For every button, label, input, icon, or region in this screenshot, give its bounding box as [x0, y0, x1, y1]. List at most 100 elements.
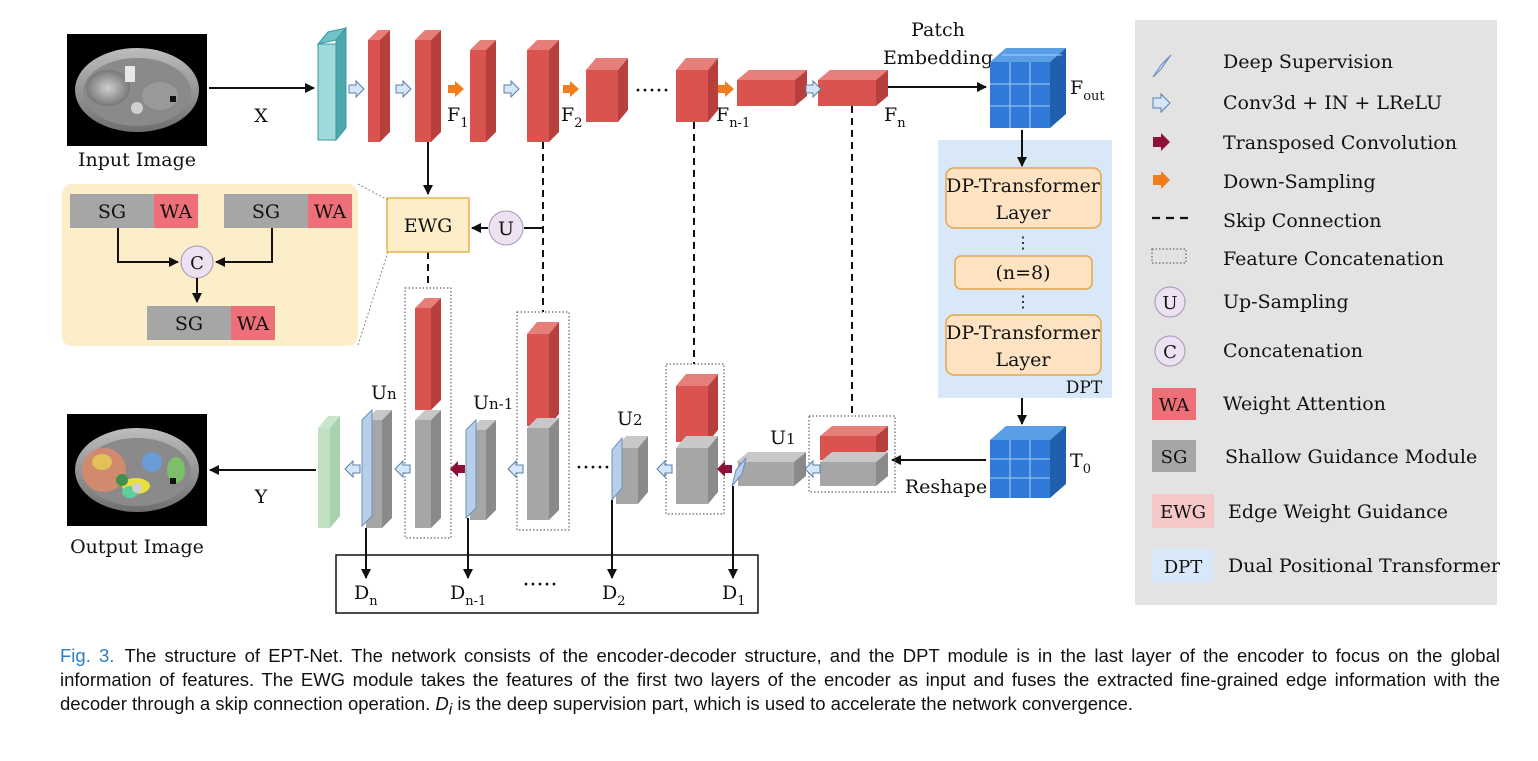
ds-output-dn: Dn: [354, 582, 378, 609]
reshape-label: Reshape: [905, 476, 987, 498]
edge-weight-guidance-icon: EWG: [1152, 494, 1214, 528]
legend-label-dual-positional-transformer: Dual Positional Transformer: [1228, 555, 1501, 577]
encoder-input-plate: [316, 26, 348, 142]
feature-label-fn: Fn: [884, 104, 906, 131]
input-ct-image: [67, 34, 207, 146]
concat-group-un: [404, 287, 452, 539]
dp-transformer-layer-bottom: [945, 314, 1102, 376]
conv-arrow: [395, 79, 412, 99]
dp-transformer-top-line2: Layer: [995, 202, 1051, 224]
svg-text:U: U: [1162, 293, 1177, 314]
legend-label-up-sampling: Up-Sampling: [1223, 291, 1349, 313]
output-segmentation-image: [67, 414, 207, 526]
ds-output-d2: D2: [602, 582, 626, 609]
transposed-conv-arrow-icon: [1153, 133, 1170, 151]
caption-math-sub: i: [448, 701, 453, 719]
dp-transformer-top-line1: DP-Transformer: [946, 175, 1101, 197]
legend-label-concatenation: Concatenation: [1223, 340, 1363, 362]
concat-group-u1: [808, 415, 896, 493]
svg-text:WA: WA: [1159, 395, 1191, 416]
svg-text:EWG: EWG: [1160, 502, 1206, 523]
ds-ellipsis: ·····: [523, 573, 558, 598]
up-sampling-icon: U: [1154, 286, 1186, 318]
ept-net-architecture-diagram: Deep Supervision Conv3d + IN + LReLU Tra…: [62, 19, 1501, 614]
dp-transformer-layer-top: [945, 167, 1102, 229]
svg-text:DPT: DPT: [1164, 557, 1203, 578]
ewg-detail-wa-2: WA: [314, 201, 347, 223]
dpt-label: DPT: [1066, 378, 1103, 398]
legend-label-deep-supervision: Deep Supervision: [1223, 51, 1393, 73]
legend-label-weight-attention: Weight Attention: [1223, 393, 1386, 415]
encoder-block-5: [586, 58, 628, 122]
t0-token-cube: [990, 426, 1066, 498]
encoder-block-1: [368, 30, 390, 142]
up-sampling-label: U: [498, 218, 514, 240]
fout-label: Fout: [1070, 77, 1105, 104]
ewg-module: [386, 197, 470, 253]
encoder-block-2: [415, 30, 441, 142]
dual-positional-transformer-icon: DPT: [1152, 549, 1214, 583]
transposed-conv-arrow: [717, 461, 732, 477]
feature-label-f1: F1: [447, 104, 468, 131]
fout-token-cube: [990, 48, 1066, 128]
svg-text:SG: SG: [1161, 447, 1188, 468]
conv-arrow: [394, 459, 411, 479]
decoder-label-u1: U1: [770, 427, 796, 449]
dpt-repeat-count: (n=8): [995, 262, 1050, 284]
svg-text:C: C: [1163, 342, 1177, 363]
conv-arrow: [503, 79, 520, 99]
dpt-dots-1: ⋮: [1015, 233, 1031, 252]
dp-transformer-bottom-line1: DP-Transformer: [946, 322, 1101, 344]
conv-arrow: [507, 459, 524, 479]
ewg-detail-sg-1: SG: [98, 201, 126, 223]
encoder-ellipsis: ·····: [635, 79, 670, 104]
encoder-block-7: [737, 70, 807, 106]
legend-label-down-sampling: Down-Sampling: [1223, 171, 1376, 193]
figure-label: Fig. 3.: [60, 645, 115, 666]
caption-text-part2: is the deep supervision part, which is u…: [452, 693, 1133, 714]
patch-embedding-label-line1: Patch: [911, 19, 965, 41]
shallow-guidance-icon: SG: [1152, 440, 1196, 472]
conv-arrow: [656, 459, 673, 479]
dpt-dots-2: ⋮: [1015, 292, 1031, 311]
decoder-block-un: [361, 408, 392, 528]
ewg-detail-sg-2: SG: [252, 201, 280, 223]
figure-caption: Fig. 3.The structure of EPT-Net. The net…: [60, 644, 1500, 723]
ewg-detail-concat-c: C: [190, 253, 204, 274]
ewg-detail-sg-out: SG: [175, 313, 203, 335]
down-sampling-arrow: [448, 81, 464, 97]
legend-label-skip-connection: Skip Connection: [1223, 210, 1382, 232]
down-sampling-arrow: [563, 81, 579, 97]
x-label: X: [254, 105, 268, 127]
decoder-block-u1: [731, 452, 806, 487]
feature-label-f2: F2: [561, 104, 582, 131]
dp-transformer-bottom-line2: Layer: [995, 349, 1051, 371]
encoder-block-4: [527, 40, 559, 142]
weight-attention-icon: WA: [1152, 388, 1196, 420]
decoder-block-un-1: [465, 418, 496, 520]
patch-embedding-label-line2: Embedding: [883, 47, 993, 69]
decoder-label-un-1: Un-1: [473, 392, 513, 414]
conv-arrow: [804, 459, 821, 479]
output-plate: [318, 416, 340, 528]
decoder-block-u2: [611, 436, 648, 504]
ds-output-d1: D1: [722, 582, 746, 609]
decoder-label-u2: U2: [617, 408, 643, 430]
up-sampling-node: [488, 210, 524, 246]
concat-group-un-1: [516, 311, 570, 531]
input-image-label: Input Image: [78, 149, 196, 171]
decoder-ellipsis: ·····: [576, 456, 611, 481]
ewg-detail-wa-out: WA: [237, 313, 270, 335]
conv-arrow: [805, 79, 822, 99]
dpt-repeat-box: [954, 255, 1093, 290]
concatenation-icon: C: [1154, 335, 1186, 367]
feature-label-fn-1: Fn-1: [716, 104, 750, 131]
down-sampling-arrow: [718, 81, 734, 97]
legend-label-edge-weight-guidance: Edge Weight Guidance: [1228, 501, 1448, 523]
legend-label-conv: Conv3d + IN + LReLU: [1223, 92, 1442, 114]
feature-concat-icon: [1151, 248, 1187, 264]
down-sampling-arrow-icon: [1153, 171, 1170, 189]
caption-text-part1: The structure of EPT-Net. The network co…: [60, 645, 1500, 714]
encoder-block-8: [818, 70, 888, 106]
decoder-label-un: Un: [371, 382, 397, 404]
